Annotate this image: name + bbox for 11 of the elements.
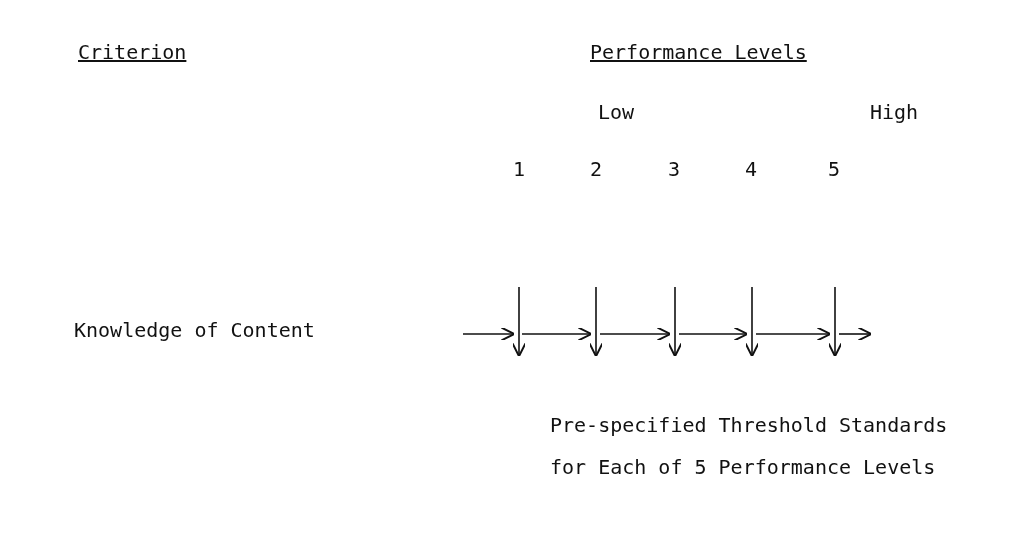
level-number: 3 [668,157,681,181]
level-number: 2 [590,157,603,181]
criterion-label: Knowledge of Content [74,318,315,342]
column-heading: Performance Levels [590,40,807,64]
level-number: 1 [513,157,526,181]
note-text: Pre-specified Threshold Standards for Each of 5 Performance Levels [550,412,949,481]
scale-end-label: Low [598,100,635,124]
column-heading: Criterion [78,40,187,64]
scale-end-label: High [870,100,919,124]
level-number: 5 [828,157,841,181]
level-number: 4 [745,157,758,181]
